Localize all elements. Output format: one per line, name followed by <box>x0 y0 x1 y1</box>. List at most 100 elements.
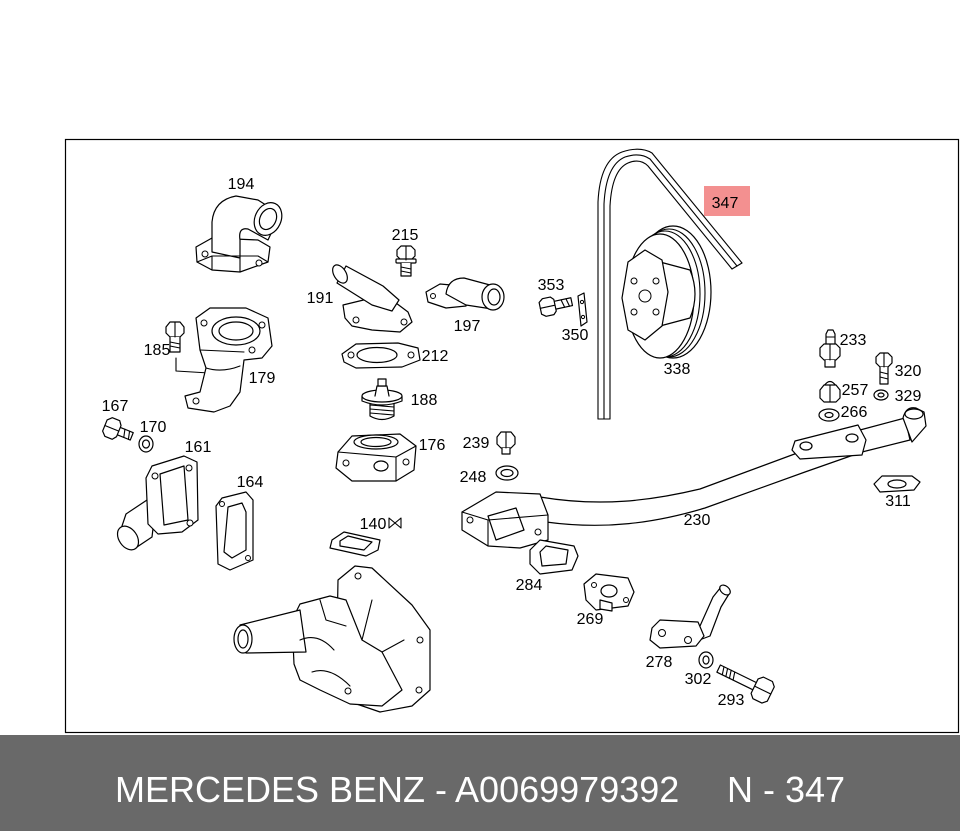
part-248-drawing <box>495 465 519 481</box>
part-293-shank <box>716 664 758 691</box>
part-347-belt-outer <box>597 148 743 420</box>
label-212[interactable]: 212 <box>422 348 449 365</box>
bowtie-icon <box>388 517 402 529</box>
part-230-flange-hole <box>534 528 542 536</box>
label-191[interactable]: 191 <box>307 290 334 307</box>
label-239[interactable]: 239 <box>463 435 490 452</box>
label-302[interactable]: 302 <box>685 671 712 688</box>
label-347[interactable]: 347 <box>712 195 739 212</box>
part-191-tube <box>336 265 400 312</box>
part-167-drawing <box>102 417 134 441</box>
label-230[interactable]: 230 <box>684 512 711 529</box>
part-176-bore <box>360 436 392 448</box>
label-293[interactable]: 293 <box>718 692 745 709</box>
label-284[interactable]: 284 <box>516 577 543 594</box>
water-pump-hole <box>354 572 362 580</box>
part-338-bolt-hole <box>652 308 660 316</box>
label-269[interactable]: 269 <box>577 611 604 628</box>
label-248[interactable]: 248 <box>460 469 487 486</box>
part-329-drawing <box>873 389 889 401</box>
part-233-drawing <box>819 329 841 368</box>
label-176[interactable]: 176 <box>419 437 446 454</box>
part-212-drawing <box>341 342 421 369</box>
part-320-shank <box>879 366 889 385</box>
part-278-flange <box>649 619 705 649</box>
water-pump-hole <box>415 686 423 694</box>
part-338-bolt-hole <box>652 277 660 285</box>
part-179-hole <box>258 321 266 329</box>
part-230-flange-port <box>487 507 525 541</box>
part-269-drawing <box>583 573 635 612</box>
part-338-center-hole <box>638 289 652 303</box>
label-167[interactable]: 167 <box>102 398 129 415</box>
part-233-thread <box>824 359 836 368</box>
part-293-drawing <box>716 664 775 704</box>
label-257[interactable]: 257 <box>842 382 869 399</box>
label-188[interactable]: 188 <box>411 392 438 409</box>
part-176-hole <box>342 459 350 467</box>
part-278-hole <box>658 629 666 637</box>
label-329[interactable]: 329 <box>895 388 922 405</box>
part-212-bore <box>356 346 398 364</box>
diagram-frame <box>64 138 960 734</box>
label-278[interactable]: 278 <box>646 654 673 671</box>
label-338[interactable]: 338 <box>664 361 691 378</box>
part-197-hole <box>430 293 436 299</box>
part-179-hole <box>200 319 208 327</box>
part-347-belt-inner <box>609 160 733 420</box>
label-161[interactable]: 161 <box>185 439 212 456</box>
part-170-drawing <box>138 435 154 453</box>
part-239-drawing <box>496 431 516 455</box>
label-353[interactable]: 353 <box>538 277 565 294</box>
part-266-bore <box>824 411 834 419</box>
part-329-bore <box>877 392 885 398</box>
part-164-window <box>223 502 247 559</box>
part-191-opening <box>332 264 348 284</box>
part-185-details <box>169 321 181 349</box>
part-311-drawing <box>873 475 921 493</box>
part-179-details <box>199 349 245 371</box>
part-353-drawing <box>538 296 574 317</box>
part-212-hole <box>347 351 355 359</box>
part-197-bore <box>487 288 501 306</box>
part-230-bracket-hole <box>845 433 859 443</box>
label-320[interactable]: 320 <box>895 363 922 380</box>
water-pump-inlet-bore <box>237 629 249 649</box>
part-269-hole <box>591 582 597 588</box>
part-248-bore <box>500 468 514 478</box>
part-320-details <box>879 352 889 380</box>
part-230-tube <box>539 417 911 526</box>
label-350[interactable]: 350 <box>562 327 589 344</box>
label-185[interactable]: 185 <box>144 342 171 359</box>
part-176-drawing <box>335 433 417 482</box>
part-185-drawing <box>165 321 185 353</box>
part-278-hole <box>684 636 692 644</box>
label-233[interactable]: 233 <box>840 332 867 349</box>
part-293-details <box>754 685 772 695</box>
part-161-hole <box>185 464 193 472</box>
part-302-drawing <box>698 651 714 669</box>
part-161-hole <box>186 519 194 527</box>
part-167-details <box>104 424 131 440</box>
part-338-bolt-hole <box>630 277 638 285</box>
label-170[interactable]: 170 <box>140 419 167 436</box>
label-179[interactable]: 179 <box>249 370 276 387</box>
label-197[interactable]: 197 <box>454 318 481 335</box>
part-230-flange-hole <box>466 516 474 524</box>
part-350-hole <box>579 299 585 305</box>
part-164-hole <box>245 555 251 561</box>
part-194-bore <box>258 207 278 231</box>
label-140[interactable]: 140 <box>360 516 387 533</box>
part-188-pin <box>377 378 387 387</box>
label-164[interactable]: 164 <box>237 474 264 491</box>
label-266[interactable]: 266 <box>841 404 868 421</box>
part-278-drawing <box>649 584 731 649</box>
part-176-hole <box>402 458 410 466</box>
label-194[interactable]: 194 <box>228 176 255 193</box>
highlighted-label-347[interactable]: 347 <box>704 186 750 216</box>
part-278-pipe-opening <box>719 584 731 596</box>
label-215[interactable]: 215 <box>392 227 419 244</box>
part-230-bracket <box>791 424 867 460</box>
label-311[interactable]: 311 <box>885 493 911 510</box>
part-194-drawing <box>195 195 283 273</box>
